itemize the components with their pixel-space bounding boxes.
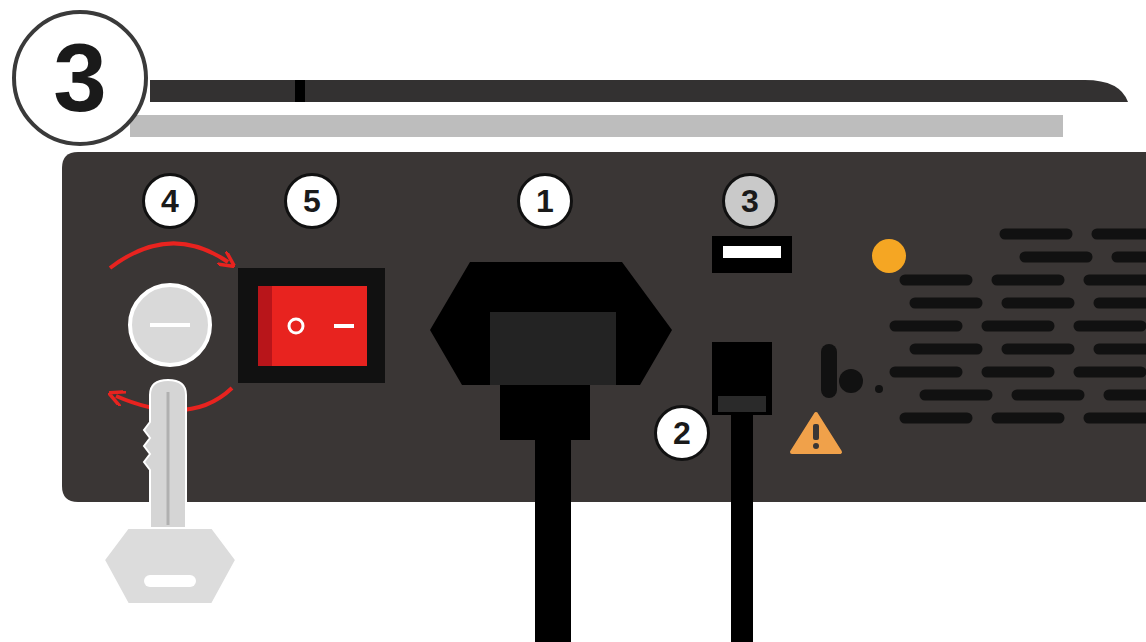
callout-number-text: 4: [161, 185, 179, 217]
vent-slot: [1099, 298, 1146, 309]
vent-slot: [1007, 344, 1069, 355]
vent-slot: [1117, 252, 1146, 263]
vent-slot: [895, 321, 957, 332]
vent-slot: [1017, 390, 1079, 401]
vent-slot: [925, 390, 987, 401]
callout-number: 3: [722, 173, 778, 229]
usb-port: [712, 236, 792, 273]
callout-number: 5: [284, 173, 340, 229]
vent-slot: [1089, 275, 1146, 286]
vent-slot: [1079, 367, 1141, 378]
lid-edge: [130, 115, 1063, 137]
status-led: [872, 239, 906, 273]
power-switch: [238, 268, 385, 383]
vent-slot: [1109, 390, 1146, 401]
vent-slot: [1079, 321, 1141, 332]
lid-notch: [295, 80, 305, 102]
key: [104, 380, 236, 604]
vent-slot: [905, 275, 967, 286]
vent-slot: [1007, 298, 1069, 309]
callout-number-text: 5: [303, 185, 321, 217]
port-slot: [821, 344, 837, 398]
power-inlet: [430, 262, 672, 642]
vent-slot: [1005, 229, 1067, 240]
vent-slot: [1025, 252, 1087, 263]
network-port: [712, 342, 772, 642]
callout-number-text: 3: [741, 185, 759, 217]
vent-slot: [1099, 344, 1146, 355]
device-lid: [150, 80, 1128, 102]
step-number: 3: [12, 10, 148, 146]
vent-slot: [997, 275, 1059, 286]
callout-number: 4: [142, 173, 198, 229]
warning-symbol: [792, 414, 840, 452]
vent-slot: [915, 344, 977, 355]
callout-number-text: 1: [536, 185, 554, 217]
vent-slot: [1089, 413, 1146, 424]
port-pinhole: [875, 385, 883, 393]
callout-number: 2: [654, 405, 710, 461]
callout-number-text: 2: [673, 417, 691, 449]
rear-panel: [62, 152, 1146, 502]
vent-slots: [895, 234, 1146, 418]
callout-number: 1: [517, 173, 573, 229]
vent-slot: [1097, 229, 1146, 240]
vent-slot: [987, 321, 1049, 332]
vent-slot: [915, 298, 977, 309]
port-jack: [839, 369, 863, 393]
step-number-text: 3: [53, 30, 106, 126]
vent-slot: [987, 367, 1049, 378]
vent-slot: [895, 367, 957, 378]
vent-slot: [997, 413, 1059, 424]
vent-slot: [905, 413, 967, 424]
